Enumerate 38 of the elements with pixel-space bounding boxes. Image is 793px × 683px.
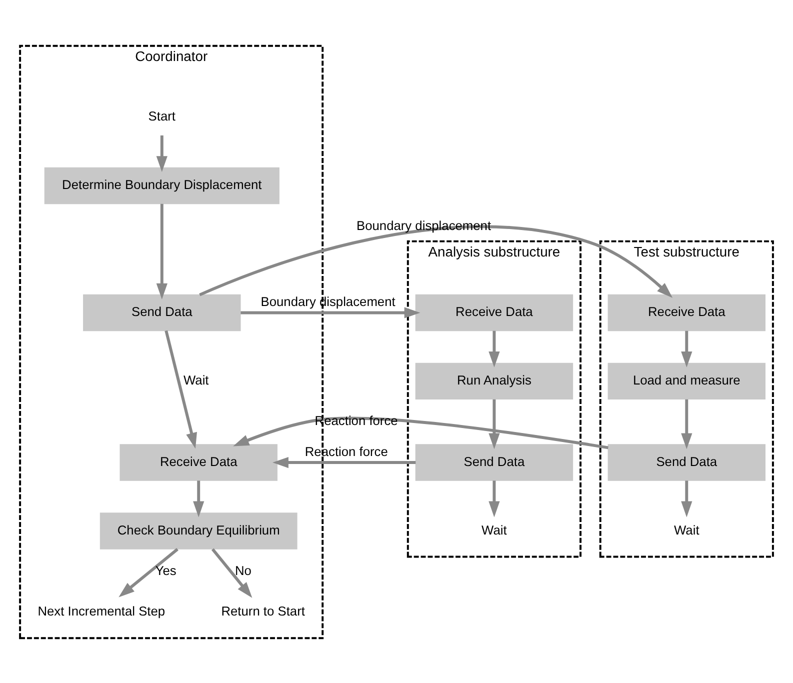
node-box: Send Data (83, 294, 241, 331)
arrow (211, 548, 252, 598)
arrow (118, 548, 178, 597)
node-text: Next Incremental Step (38, 603, 166, 618)
arrow (193, 480, 204, 517)
arrow (164, 330, 197, 448)
arrow (488, 330, 500, 367)
edge-label: Reaction force (314, 412, 398, 428)
arrow (199, 224, 673, 298)
arrow (240, 306, 420, 318)
node-text: Wait (482, 522, 507, 537)
node-box: Check Boundary Equilibrium (100, 512, 298, 549)
node-box: Run Analysis (415, 362, 574, 400)
edge-label: Reaction force (304, 443, 388, 458)
node-box: Send Data (415, 444, 574, 480)
node-box: Load and measure (608, 362, 766, 400)
arrow (681, 480, 692, 517)
arrow (156, 203, 168, 299)
arrow (488, 398, 500, 449)
node-text: Return to Start (221, 603, 305, 618)
node-text: Start (148, 108, 176, 124)
node-box: Determine Boundary Displacement (44, 166, 280, 204)
edge-label: No (235, 562, 252, 578)
arrow (681, 398, 692, 449)
edge-label: Boundary displacement (356, 217, 492, 232)
arrow (156, 134, 168, 172)
node-box: Receive Data (120, 444, 278, 480)
edge-label: Yes (155, 562, 176, 578)
node-box: Receive Data (415, 294, 574, 331)
node-box: Send Data (608, 444, 766, 480)
node-box: Receive Data (608, 294, 766, 331)
edge-label: Wait (183, 372, 209, 388)
arrow (488, 480, 500, 517)
edge-label: Boundary displacement (260, 294, 396, 309)
node-text: Wait (674, 522, 700, 537)
arrow (233, 416, 608, 449)
arrow (681, 330, 692, 367)
arrow (272, 456, 416, 468)
